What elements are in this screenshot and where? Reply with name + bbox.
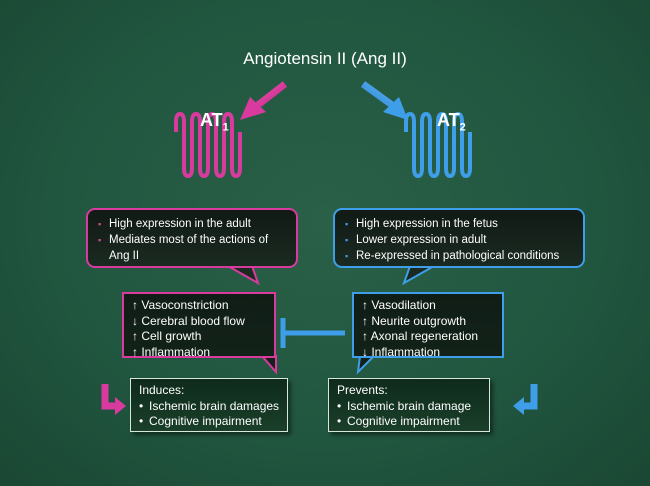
at2-effect-row: ↑ Neurite outgrowth	[362, 314, 494, 330]
at2-callout: High expression in the fetus Lower expre…	[333, 208, 585, 268]
effect-text: Cell growth	[141, 329, 202, 343]
at1-outcome-item: • Ischemic brain damages	[139, 399, 279, 415]
at1-callout-tail	[224, 265, 260, 286]
inhibition-indicator	[280, 318, 345, 348]
effect-text: Cerebral blood flow	[141, 313, 245, 328]
at1-label: AT1	[200, 110, 229, 134]
at2-effects: ↑ Vasodilation ↑ Neurite outgrowth ↑ Axo…	[352, 292, 504, 361]
effect-arrow: ↑	[132, 329, 138, 343]
at1-label-text: AT	[200, 110, 223, 130]
outcome-text: Cognitive impairment	[149, 414, 262, 428]
at1-effect-row: ↓ Cerebral blood flow	[132, 314, 266, 330]
at2-bent-arrow-icon	[513, 384, 538, 415]
bullet-icon: •	[139, 398, 144, 413]
effect-arrow: ↑	[362, 313, 368, 328]
at2-callout-item: Re-expressed in pathological conditions	[345, 248, 573, 264]
effect-text: Inflammation	[371, 344, 441, 359]
effect-arrow: ↓	[132, 313, 138, 328]
at1-callout-item: High expression in the adult	[98, 216, 286, 232]
at2-receptor-icon	[404, 112, 472, 178]
at1-effects: ↑ Vasoconstriction ↓ Cerebral blood flow…	[122, 292, 276, 361]
effect-arrow: ↑	[362, 298, 368, 312]
outcome-text: Cognitive impairment	[347, 414, 460, 428]
at1-receptor-icon	[174, 112, 242, 178]
bullet-icon: •	[337, 398, 342, 413]
at1-outcome-heading: Induces:	[139, 383, 185, 397]
at2-outcome-item: • Cognitive impairment	[337, 414, 481, 430]
at1-outcome-item: • Cognitive impairment	[139, 414, 279, 430]
effect-text: Inflammation	[141, 344, 211, 359]
at2-outcome-item: • Ischemic brain damage	[337, 399, 481, 415]
effect-text: Neurite outgrowth	[371, 313, 467, 328]
at2-effect-row: ↑ Axonal regeneration	[362, 329, 494, 345]
at1-bent-arrow-icon	[101, 384, 126, 415]
at2-outcome-heading: Prevents:	[337, 383, 388, 397]
at1-effect-row: ↑ Inflammation	[132, 345, 266, 361]
bullet-icon: •	[337, 414, 342, 428]
arrow-ang-to-at1	[240, 81, 288, 120]
at2-callout-item: Lower expression in adult	[345, 232, 573, 248]
outcome-text: Ischemic brain damages	[149, 398, 280, 413]
at2-callout-tail	[402, 265, 438, 286]
effect-arrow: ↑	[132, 298, 138, 312]
effect-text: Vasodilation	[371, 298, 436, 312]
effect-text: Axonal regeneration	[370, 329, 479, 343]
arrow-ang-to-at2	[360, 81, 408, 120]
effect-arrow: ↑	[132, 344, 138, 359]
at2-label-text: AT	[437, 110, 460, 130]
at1-callout-item: Mediates most of the actions of Ang II	[98, 232, 286, 264]
at1-effect-row: ↑ Cell growth	[132, 329, 266, 345]
at2-effect-row: ↓ Inflammation	[362, 345, 494, 361]
at1-label-subscript: 1	[222, 121, 229, 134]
at1-outcome-box: Induces: • Ischemic brain damages • Cognit…	[130, 378, 288, 432]
outcome-text: Ischemic brain damage	[347, 398, 472, 413]
bullet-icon: •	[139, 414, 144, 428]
at2-outcome-box: Prevents: • Ischemic brain damage • Cognit…	[328, 378, 490, 432]
effect-arrow: ↓	[362, 344, 368, 359]
at1-effect-row: ↑ Vasoconstriction	[132, 298, 266, 314]
diagram-title: Angiotensin II (Ang II)	[243, 49, 407, 68]
at1-callout: High expression in the adult Mediates mo…	[86, 208, 298, 268]
at2-label: AT2	[437, 110, 466, 134]
at2-label-subscript: 2	[459, 121, 466, 134]
effect-arrow: ↑	[362, 329, 368, 343]
at2-callout-item: High expression in the fetus	[345, 216, 573, 232]
at2-effect-row: ↑ Vasodilation	[362, 298, 494, 314]
effect-text: Vasoconstriction	[141, 298, 229, 312]
